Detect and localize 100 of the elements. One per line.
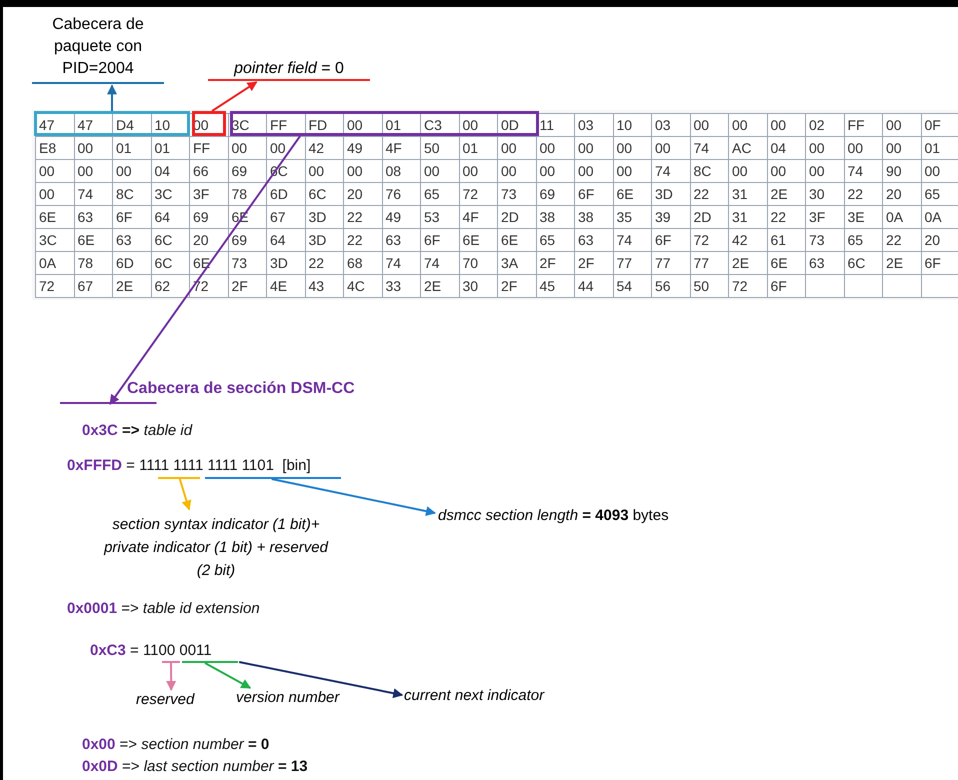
- table-cell: 90: [882, 159, 922, 183]
- table-cell: 69: [228, 159, 267, 183]
- table-cell: 2F: [536, 251, 575, 275]
- table-cell: 43: [304, 274, 344, 298]
- table-cell: 01: [920, 136, 958, 160]
- table-cell: 6D: [266, 182, 306, 206]
- table-cell: 00: [805, 159, 844, 183]
- table-cell: 00: [228, 136, 267, 160]
- field-description: dsmcc section length = 4093 bytes: [438, 507, 738, 527]
- table-cell: 50: [420, 136, 460, 160]
- table-cell: 72: [189, 274, 228, 298]
- table-cell: 00: [536, 136, 575, 160]
- table-cell: 77: [651, 251, 690, 275]
- table-cell: 30: [458, 274, 498, 298]
- table-cell: FF: [844, 113, 883, 137]
- table-cell: 63: [382, 228, 421, 252]
- table-cell: 0A: [882, 205, 922, 229]
- table-cell: 63: [112, 228, 152, 252]
- table-cell: 00: [458, 159, 498, 183]
- table-cell: 00: [497, 159, 536, 183]
- table-cell: 22: [343, 205, 382, 229]
- table-cell: 6E: [35, 205, 74, 229]
- table-cell: 03: [651, 113, 690, 137]
- annotation-line: 0xC3 = 1100 0011: [90, 642, 212, 659]
- table-cell: 74: [612, 228, 652, 252]
- table-cell: 6F: [766, 274, 806, 298]
- table-cell: 6F: [651, 228, 690, 252]
- table-cell: 04: [150, 159, 190, 183]
- table-cell: 00: [420, 159, 460, 183]
- pointer-label: pointer field = 0: [208, 60, 370, 81]
- table-cell: 49: [343, 136, 382, 160]
- table-cell: 22: [766, 205, 806, 229]
- table-cell: 03: [574, 113, 614, 137]
- table-cell: 6C: [150, 228, 190, 252]
- table-cell: 67: [266, 205, 306, 229]
- table-cell: 64: [266, 228, 306, 252]
- table-cell: 56: [651, 274, 690, 298]
- field-description: current next indicator: [404, 687, 584, 707]
- table-cell: 72: [690, 228, 729, 252]
- table-cell: 72: [728, 274, 768, 298]
- field-description: reserved: [136, 691, 216, 711]
- field-description: version number: [236, 689, 366, 709]
- table-cell: 00: [882, 136, 922, 160]
- table-cell: 00: [74, 136, 113, 160]
- table-cell: 20: [920, 228, 958, 252]
- table-cell: E8: [35, 136, 74, 160]
- table-cell: 22: [690, 182, 729, 206]
- table-cell: FF: [189, 136, 228, 160]
- table-cell: 00: [612, 136, 652, 160]
- arrow: [238, 661, 404, 698]
- table-cell: 01: [112, 136, 152, 160]
- table-cell: 20: [882, 182, 922, 206]
- table-cell: 45: [536, 274, 575, 298]
- table-cell: 2F: [574, 251, 614, 275]
- table-cell: 2F: [497, 274, 536, 298]
- table-cell: 4C: [343, 274, 382, 298]
- table-cell: 3E: [844, 205, 883, 229]
- table-cell: 4F: [458, 205, 498, 229]
- table-cell: 00: [343, 159, 382, 183]
- table-cell: 72: [35, 274, 74, 298]
- table-cell: 8C: [112, 182, 152, 206]
- arrow: [204, 662, 252, 689]
- annotation-line: 0x0001 => table id extension: [67, 600, 260, 617]
- table-cell: 77: [612, 251, 652, 275]
- table-cell: 74: [420, 251, 460, 275]
- field-description: section syntax indicator (1 bit)+ private indicator (1 bit) + reserved (2 bit): [104, 513, 328, 583]
- table-cell: 22: [304, 251, 344, 275]
- table-cell: 3C: [35, 228, 74, 252]
- table-cell: 33: [382, 274, 421, 298]
- table-cell: 74: [382, 251, 421, 275]
- table-cell: 74: [844, 159, 883, 183]
- table-cell: 6D: [112, 251, 152, 275]
- table-cell: 53: [420, 205, 460, 229]
- table-cell: 00: [766, 113, 806, 137]
- header-label: Cabecera de paquete con PID=2004: [32, 14, 164, 84]
- table-cell: 74: [651, 159, 690, 183]
- table-cell: 22: [882, 228, 922, 252]
- table-cell: 30: [805, 182, 844, 206]
- table-cell: 64: [150, 205, 190, 229]
- table-cell: 50: [690, 274, 729, 298]
- table-cell: 67: [74, 274, 113, 298]
- table-cell: 2E: [728, 251, 768, 275]
- table-cell: 3F: [805, 205, 844, 229]
- table-cell: 4E: [266, 274, 306, 298]
- table-cell: 69: [189, 205, 228, 229]
- arrow: [271, 478, 436, 516]
- table-cell: 69: [536, 182, 575, 206]
- table-cell: 74: [74, 182, 113, 206]
- table-cell: 20: [343, 182, 382, 206]
- underline-bar: [205, 477, 341, 479]
- table-cell: 20: [189, 228, 228, 252]
- highlight-frame: [34, 111, 190, 136]
- table-cell: 3D: [304, 228, 344, 252]
- table-cell: 3C: [150, 182, 190, 206]
- table-cell: 01: [150, 136, 190, 160]
- table-cell: 3D: [266, 251, 306, 275]
- table-cell: 38: [536, 205, 575, 229]
- table-cell: 44: [574, 274, 614, 298]
- table-cell: 2F: [228, 274, 267, 298]
- table-cell: 31: [728, 182, 768, 206]
